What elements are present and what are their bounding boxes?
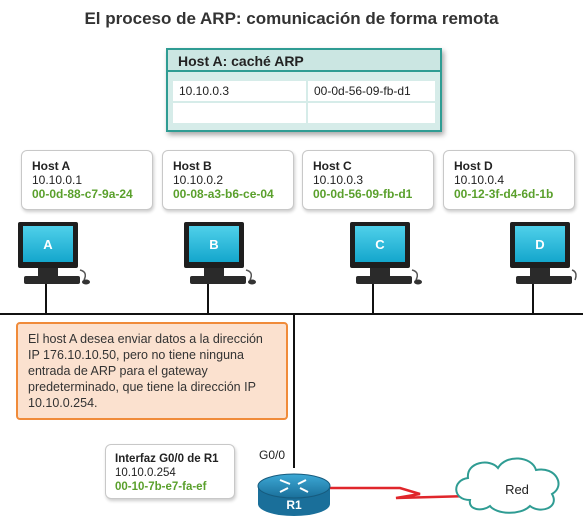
- router-label: R1: [286, 498, 302, 512]
- interface-title: Interfaz G0/0 de R1: [115, 453, 219, 465]
- host-ip: 10.10.0.1: [32, 173, 83, 187]
- computer-label: A: [43, 237, 53, 252]
- host-mac: 00-0d-56-09-fb-d1: [313, 187, 413, 201]
- computer-b-icon: B: [184, 222, 256, 285]
- router-port-label: G0/0: [259, 448, 286, 462]
- arp-cache-ip: [173, 103, 306, 123]
- host-name: Host B: [173, 159, 212, 173]
- computer-label: B: [209, 237, 218, 252]
- arp-cache-mac: [308, 103, 435, 123]
- cloud-icon: Red: [455, 457, 560, 514]
- serial-link: [330, 486, 471, 500]
- arp-cache-row: [173, 103, 435, 123]
- computer-d-icon: D: [510, 222, 577, 284]
- computer-c-icon: C: [350, 222, 422, 285]
- computer-label: C: [375, 237, 385, 252]
- arp-cache-table: Host A: caché ARP 10.10.0.3 00-0d-56-09-…: [166, 48, 442, 132]
- router-interface-card: Interfaz G0/0 de R1 10.10.0.254 00-10-7b…: [105, 444, 235, 499]
- host-mac: 00-12-3f-d4-6d-1b: [454, 187, 554, 201]
- router-icon: R1: [257, 473, 331, 516]
- host-ip: 10.10.0.3: [313, 173, 364, 187]
- host-name: Host A: [32, 159, 71, 173]
- computer-a-icon: A: [18, 222, 90, 285]
- host-c-card: Host C 10.10.0.3 00-0d-56-09-fb-d1: [302, 150, 434, 210]
- arp-cache-row: 10.10.0.3 00-0d-56-09-fb-d1: [173, 81, 435, 101]
- interface-mac: 00-10-7b-e7-fa-ef: [115, 481, 207, 493]
- host-ip: 10.10.0.4: [454, 173, 505, 187]
- computer-label: D: [535, 237, 544, 252]
- message-callout: El host A desea enviar datos a la direcc…: [16, 322, 288, 420]
- arp-cache-ip: 10.10.0.3: [173, 81, 306, 101]
- interface-ip: 10.10.0.254: [115, 467, 176, 479]
- host-name: Host D: [454, 159, 493, 173]
- host-name: Host C: [313, 159, 352, 173]
- host-a-card: Host A 10.10.0.1 00-0d-88-c7-9a-24: [21, 150, 153, 210]
- host-ip: 10.10.0.2: [173, 173, 224, 187]
- page-title: El proceso de ARP: comunicación de forma…: [84, 9, 499, 28]
- host-d-card: Host D 10.10.0.4 00-12-3f-d4-6d-1b: [443, 150, 575, 210]
- cloud-label: Red: [505, 482, 529, 497]
- arp-cache-mac: 00-0d-56-09-fb-d1: [308, 81, 435, 101]
- host-mac: 00-0d-88-c7-9a-24: [32, 187, 133, 201]
- host-b-card: Host B 10.10.0.2 00-08-a3-b6-ce-04: [162, 150, 294, 210]
- host-mac: 00-08-a3-b6-ce-04: [173, 187, 274, 201]
- arp-cache-title: Host A: caché ARP: [168, 50, 440, 72]
